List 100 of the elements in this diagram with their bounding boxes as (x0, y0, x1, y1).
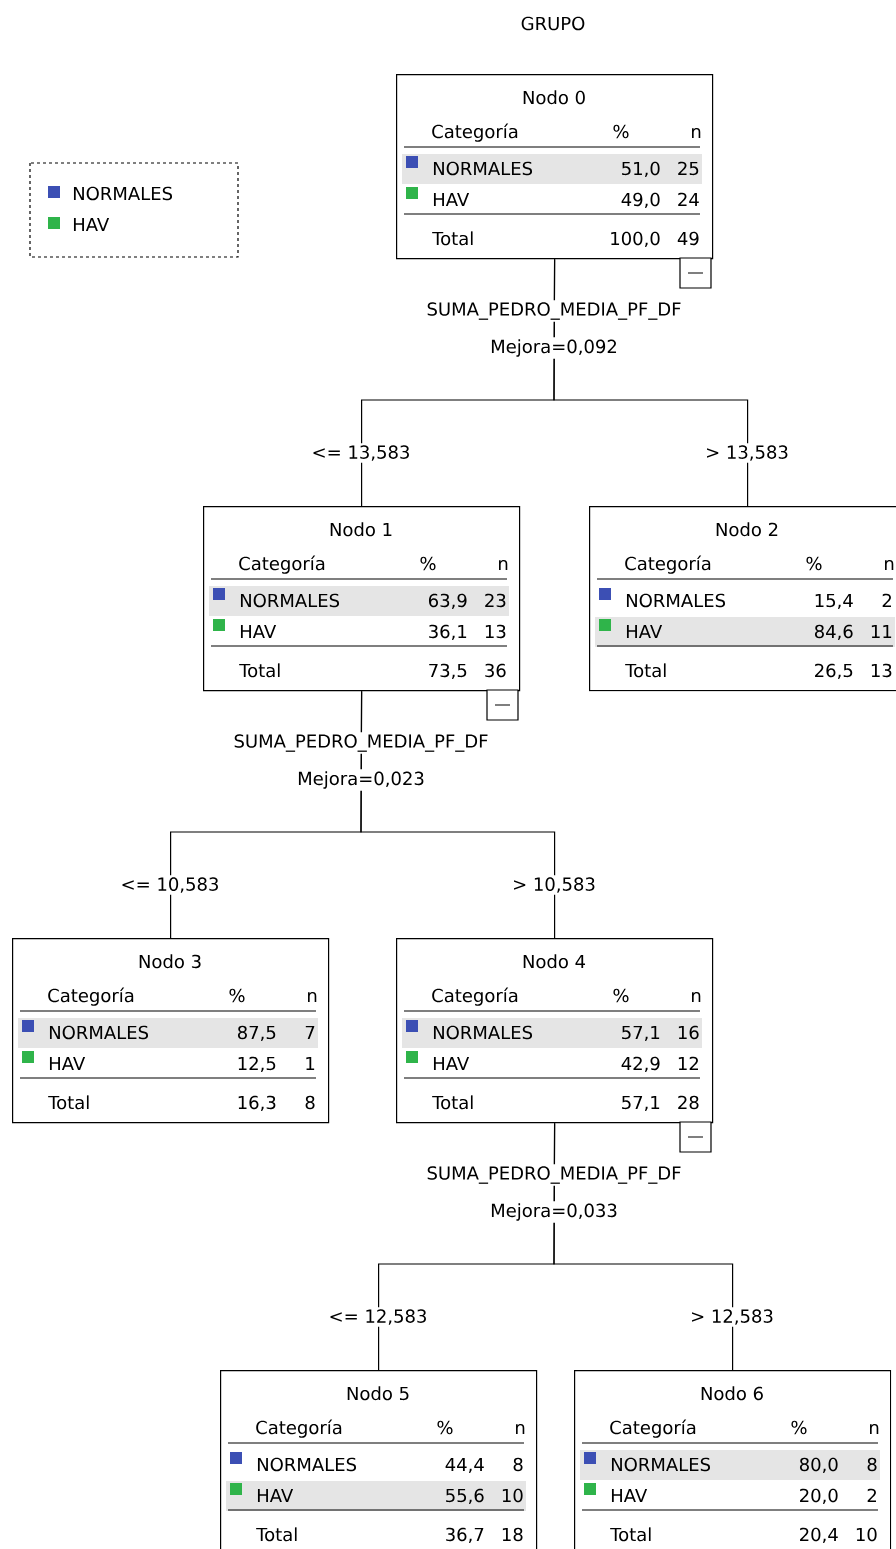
count-value: 12 (678, 1056, 698, 1070)
column-header: % (229, 988, 245, 1003)
category-label: NORMALES (49, 1025, 148, 1040)
percent-value: 44,4 (445, 1457, 484, 1474)
total-label: Total (432, 1095, 473, 1110)
column-header: % (806, 556, 822, 571)
count-value: 7 (305, 1025, 315, 1039)
edge-label: > 13,583 (703, 443, 791, 463)
edge-label: > 10,583 (510, 875, 598, 895)
percent-value: 16,3 (238, 1095, 276, 1112)
count-value: 11 (871, 624, 892, 638)
column-header: n (308, 991, 317, 1002)
category-label: NORMALES (240, 593, 339, 608)
total-label: Total (610, 1527, 651, 1542)
split-label: SUMA_PEDRO_MEDIA_PF_DF (231, 732, 491, 754)
column-header: % (613, 988, 629, 1003)
column-header: Categoría (48, 987, 134, 1006)
count-value: 10 (856, 1527, 877, 1542)
column-header: % (437, 1420, 453, 1435)
count-value: 36 (485, 663, 506, 678)
count-value: 24 (678, 192, 699, 206)
column-header: n (499, 559, 508, 570)
count-value: 10 (502, 1488, 523, 1503)
percent-value: 36,7 (446, 1527, 484, 1544)
category-label: NORMALES (611, 1457, 710, 1472)
category-label: HAV (257, 1488, 294, 1502)
split-label: Mejora=0,092 (488, 337, 620, 359)
column-header: Categoría (239, 555, 325, 574)
split-label: SUMA_PEDRO_MEDIA_PF_DF (424, 1164, 684, 1186)
count-value: 8 (513, 1457, 523, 1472)
node-title: Nodo 1 (330, 522, 392, 537)
node-title: Nodo 3 (139, 954, 201, 969)
node-title: Nodo 2 (716, 522, 778, 537)
category-label: NORMALES (433, 1025, 532, 1040)
percent-value: 20,0 (800, 1488, 838, 1505)
category-label: NORMALES (257, 1457, 356, 1472)
node-title: Nodo 0 (523, 90, 585, 105)
total-label: Total (625, 663, 666, 678)
count-value: 13 (485, 624, 506, 639)
total-label: Total (432, 231, 473, 246)
column-header: Categoría (256, 1419, 342, 1438)
split-label: Mejora=0,023 (295, 769, 427, 791)
legend-label: HAV (73, 217, 110, 231)
count-value: 49 (677, 231, 699, 246)
edge-label: <= 10,583 (118, 875, 222, 895)
column-header: Categoría (625, 555, 711, 574)
node-title: Nodo 6 (701, 1386, 763, 1401)
count-value: 1 (306, 1056, 315, 1070)
category-label: NORMALES (626, 593, 725, 608)
column-header: n (885, 559, 894, 570)
percent-value: 20,4 (800, 1527, 838, 1544)
node-title: Nodo 4 (523, 954, 586, 969)
percent-value: 63,9 (429, 593, 467, 610)
percent-value: 84,6 (814, 624, 853, 641)
category-label: HAV (611, 1488, 648, 1502)
percent-value: 100,0 (611, 231, 660, 248)
percent-value: 15,4 (815, 593, 853, 610)
edge-label: > 12,583 (688, 1307, 776, 1327)
category-label: NORMALES (433, 161, 532, 176)
category-label: HAV (626, 624, 663, 638)
category-label: HAV (240, 624, 277, 638)
column-header: % (420, 556, 436, 571)
title: GRUPO (521, 16, 585, 31)
column-header: Categoría (432, 123, 518, 142)
percent-value: 26,5 (815, 663, 853, 680)
category-label: HAV (49, 1056, 86, 1070)
count-value: 23 (485, 593, 506, 608)
percent-value: 42,9 (621, 1056, 660, 1073)
count-value: 18 (502, 1527, 523, 1542)
column-header: n (516, 1423, 525, 1434)
node-title: Nodo 5 (347, 1386, 409, 1401)
percent-value: 51,0 (622, 161, 660, 178)
column-header: n (870, 1423, 879, 1434)
percent-value: 12,5 (238, 1056, 276, 1073)
split-label: SUMA_PEDRO_MEDIA_PF_DF (424, 300, 684, 322)
category-label: HAV (433, 192, 470, 206)
count-value: 2 (882, 593, 891, 607)
count-value: 8 (305, 1095, 315, 1110)
count-value: 25 (678, 161, 699, 176)
edge-label: <= 13,583 (309, 443, 413, 463)
column-header: % (791, 1420, 807, 1435)
count-value: 28 (678, 1095, 699, 1110)
count-value: 13 (871, 663, 892, 678)
edge-label: <= 12,583 (326, 1307, 430, 1327)
column-header: n (692, 127, 701, 138)
column-header: Categoría (610, 1419, 696, 1438)
total-label: Total (48, 1095, 89, 1110)
percent-value: 87,5 (237, 1025, 276, 1042)
legend-label: NORMALES (73, 186, 172, 201)
count-value: 16 (678, 1025, 699, 1040)
percent-value: 49,0 (621, 192, 660, 209)
percent-value: 55,6 (446, 1488, 484, 1505)
total-label: Total (239, 663, 280, 678)
column-header: n (692, 991, 701, 1002)
percent-value: 73,5 (429, 663, 467, 680)
percent-value: 57,1 (622, 1025, 660, 1042)
percent-value: 80,0 (799, 1457, 838, 1474)
column-header: % (613, 124, 629, 139)
column-header: Categoría (432, 987, 518, 1006)
split-label: Mejora=0,033 (488, 1201, 620, 1223)
